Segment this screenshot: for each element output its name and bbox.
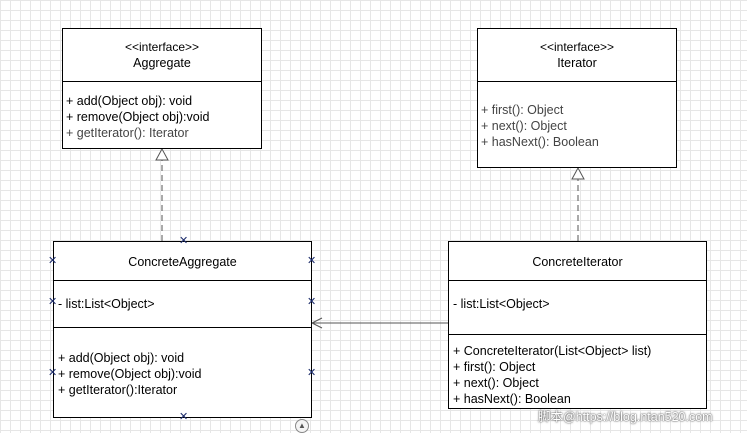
resize-handle-right-mid[interactable]: ✕	[307, 295, 317, 308]
iterator-method: + first(): Object	[481, 103, 564, 117]
concrete-aggregate-class[interactable]: ConcreteAggregate - list:List<Object> + …	[53, 241, 312, 418]
concrete-iterator-attributes: - list:List<Object>	[449, 280, 706, 334]
iterator-method: + hasNext(): Boolean	[481, 135, 599, 149]
resize-handle-left-bottom[interactable]: ✕	[48, 366, 58, 379]
iterator-header: <<interface>> Iterator	[478, 29, 676, 81]
realization-iterator-arrowhead	[571, 166, 585, 180]
concrete-aggregate-method: + getIterator():Iterator	[58, 383, 178, 397]
resize-handle-right-top[interactable]: ✕	[307, 254, 317, 267]
iterator-method: + next(): Object	[481, 119, 567, 133]
concrete-iterator-method: + next(): Object	[453, 376, 539, 390]
concrete-iterator-method: + hasNext(): Boolean	[453, 392, 571, 406]
concrete-aggregate-method: + add(Object obj): void	[58, 351, 185, 365]
concrete-iterator-name: ConcreteIterator	[532, 255, 623, 269]
resize-handle-bottom[interactable]: ✕	[179, 410, 189, 423]
concrete-aggregate-attribute: - list:List<Object>	[58, 297, 155, 311]
association-arrowhead	[310, 317, 323, 329]
aggregate-name: Aggregate	[133, 56, 191, 70]
resize-handle-top[interactable]: ✕	[179, 234, 189, 247]
concrete-iterator-attribute: - list:List<Object>	[453, 297, 550, 311]
iterator-stereotype: <<interface>>	[539, 40, 615, 54]
concrete-aggregate-methods: + add(Object obj): void + remove(Object …	[54, 327, 311, 417]
resize-handle-right-bottom[interactable]: ✕	[307, 366, 317, 379]
aggregate-interface[interactable]: <<interface>> Aggregate + add(Object obj…	[62, 28, 262, 149]
concrete-iterator-header: ConcreteIterator	[449, 242, 706, 280]
collapse-toggle-icon[interactable]: ▲	[295, 419, 309, 433]
iterator-interface[interactable]: <<interface>> Iterator + first(): Object…	[477, 28, 677, 168]
concrete-aggregate-method: + remove(Object obj):void	[58, 367, 202, 381]
watermark: 脚本@https://blog.ntan520.com	[538, 410, 713, 424]
concrete-aggregate-attributes: - list:List<Object>	[54, 280, 311, 327]
concrete-aggregate-name: ConcreteAggregate	[128, 255, 237, 269]
iterator-methods: + first(): Object + next(): Object + has…	[478, 81, 676, 167]
concrete-iterator-method: + ConcreteIterator(List<Object> list)	[453, 344, 652, 358]
aggregate-methods: + add(Object obj): void + remove(Object …	[63, 81, 261, 148]
resize-handle-left-top[interactable]: ✕	[48, 254, 58, 267]
resize-handle-left-mid[interactable]: ✕	[48, 295, 58, 308]
concrete-iterator-methods: + ConcreteIterator(List<Object> list) + …	[449, 334, 706, 408]
realization-aggregate-arrowhead	[155, 147, 169, 161]
concrete-iterator-method: + first(): Object	[453, 360, 536, 374]
aggregate-method: + remove(Object obj):void	[66, 110, 210, 124]
aggregate-method: + add(Object obj): void	[66, 94, 193, 108]
aggregate-stereotype: <<interface>>	[124, 40, 200, 54]
aggregate-header: <<interface>> Aggregate	[63, 29, 261, 81]
iterator-name: Iterator	[557, 56, 597, 70]
concrete-iterator-class[interactable]: ConcreteIterator - list:List<Object> + C…	[448, 241, 707, 409]
aggregate-method: + getIterator(): Iterator	[66, 126, 189, 140]
concrete-aggregate-header: ConcreteAggregate	[54, 242, 311, 280]
